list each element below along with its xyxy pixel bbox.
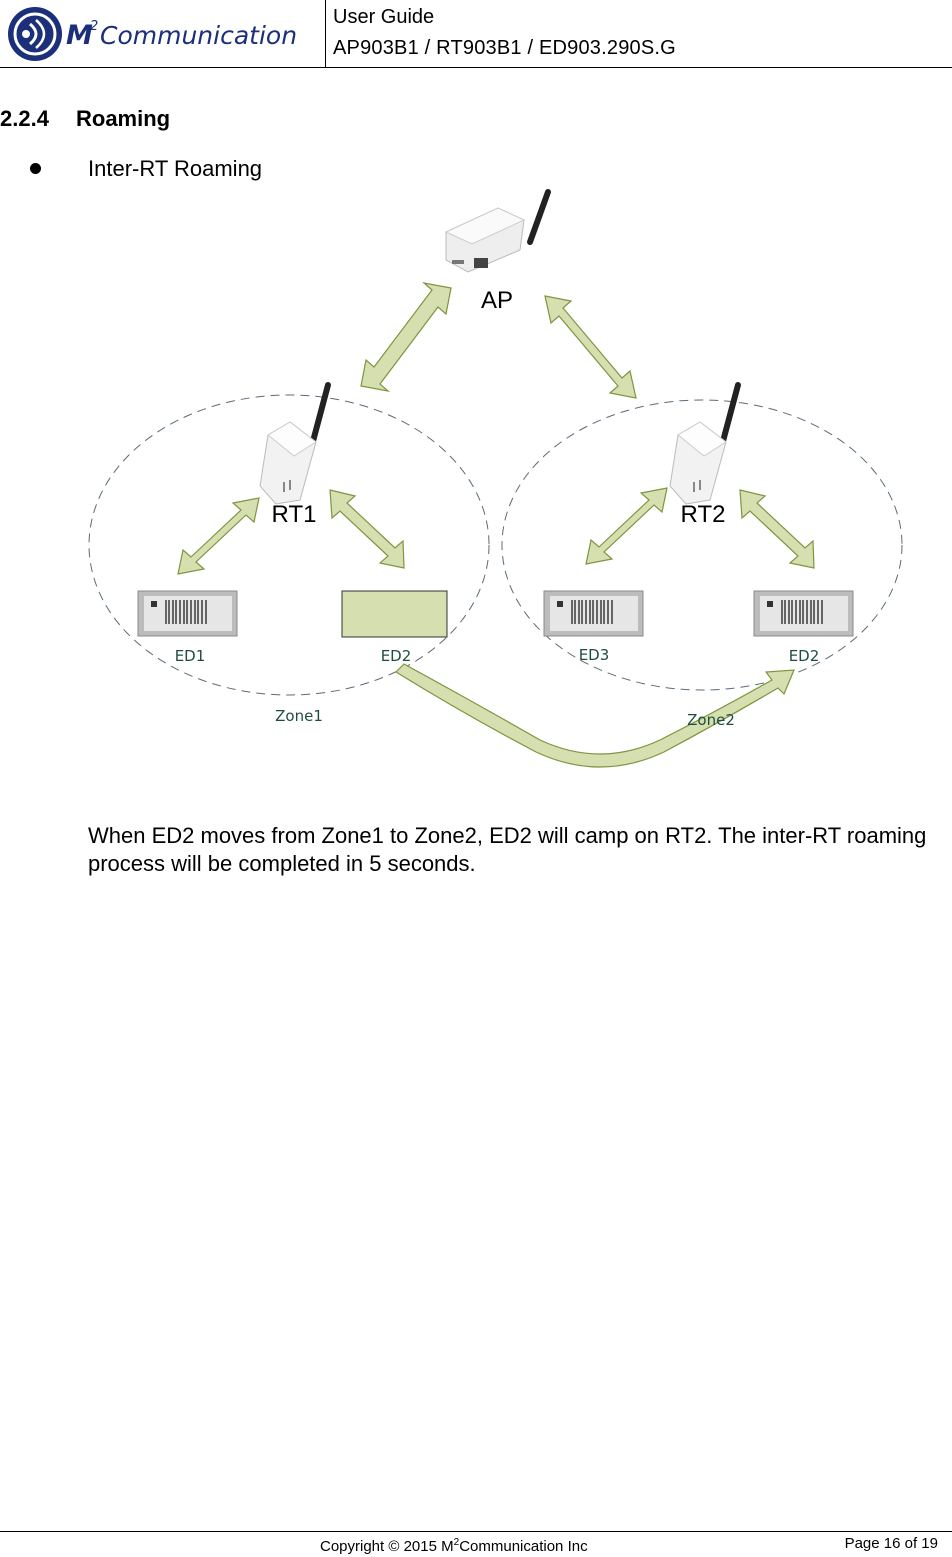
roaming-diagram: AP RT1 RT2 [88,189,903,768]
ap-device-icon [444,189,551,273]
arrow-rt1-ed2 [329,489,405,569]
svg-text:M: M [66,20,93,51]
arrow-rt2-ed2 [739,489,815,569]
header-divider [325,0,326,68]
arrow-rt1-ed1 [177,497,260,575]
zone1-boundary [88,394,490,696]
bullet-item: Inter-RT Roaming [30,156,262,182]
ed2-zone1-label: ED2 [381,647,412,665]
arrow-ap-rt2 [544,295,637,399]
ed1-device-icon [137,590,238,637]
page-header: M 2 Communication User Guide AP903B1 / R… [0,0,952,68]
arrow-rt2-ed3 [585,487,668,565]
footer-rule [0,1531,952,1532]
document-models: AP903B1 / RT903B1 / ED903.290S.G [333,37,676,59]
arrow-ed2-move [395,663,795,768]
company-logo: M 2 Communication [8,7,297,61]
copyright-suffix: Communication Inc [459,1538,588,1555]
ed2-moved-placeholder [341,590,448,638]
section-heading: 2.2.4 Roaming [0,106,170,132]
zone2-label: Zone2 [687,711,735,729]
zone2-boundary [501,399,903,691]
rt2-device-icon [669,382,741,505]
description-paragraph: When ED2 moves from Zone1 to Zone2, ED2 … [88,823,927,876]
rt1-label: RT1 [272,501,317,528]
ed1-label: ED1 [175,647,206,665]
document-type: User Guide [333,6,435,28]
rt1-device-icon [259,382,331,505]
copyright-prefix: Copyright © 2015 M [320,1538,454,1555]
ap-label: AP [481,287,513,314]
arrow-ap-rt1 [360,282,452,392]
copyright-superscript: 2 [453,1537,460,1548]
copyright-notice: Copyright © 2015 M2Communication Inc [320,1537,588,1555]
svg-text:Communication: Communication [100,21,297,50]
ed2-zone2-label: ED2 [789,647,820,665]
bullet-text: Inter-RT Roaming [88,156,263,181]
section-title: Roaming [76,106,171,131]
ed2-zone2-device-icon [753,590,854,637]
rt2-label: RT2 [681,501,726,528]
ed3-label: ED3 [579,646,610,664]
svg-text:2: 2 [90,19,98,34]
section-number: 2.2.4 [0,106,49,131]
link-arrows [177,282,815,768]
zone1-label: Zone1 [275,707,323,725]
page-number: Page 16 of 19 [844,1535,938,1552]
ed3-device-icon [543,590,644,637]
header-rule [0,67,952,68]
bullet-dot-icon [30,162,41,174]
